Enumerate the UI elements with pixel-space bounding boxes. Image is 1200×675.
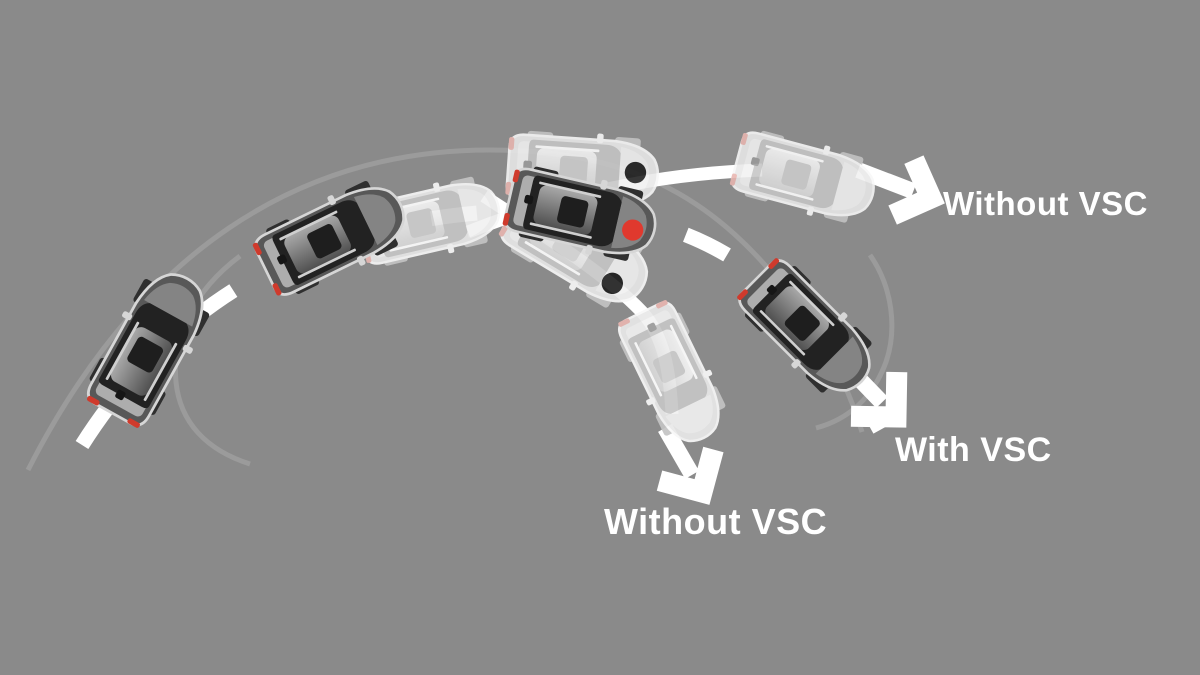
label-without-vsc-top: Without VSC — [943, 185, 1148, 222]
rear-detail — [523, 160, 533, 170]
hood — [353, 194, 396, 246]
mirror — [122, 311, 133, 321]
roof-rail — [279, 210, 338, 241]
mirror — [646, 397, 656, 406]
ghost-car-oversteer-indicator-dot — [601, 272, 623, 295]
taillight — [502, 212, 510, 226]
roof-rail — [297, 248, 356, 279]
taillight — [737, 289, 748, 301]
roof-rail — [765, 145, 824, 163]
taillight — [512, 169, 520, 183]
hood — [815, 336, 863, 384]
mirror — [327, 195, 336, 206]
mirror — [182, 344, 193, 354]
taillight — [272, 283, 282, 296]
rear-detail — [647, 322, 657, 333]
roof-rail — [389, 236, 449, 252]
road-edge-inner-right — [815, 253, 895, 431]
sunroof — [307, 224, 342, 259]
hood — [457, 188, 492, 238]
rear-detail — [524, 194, 534, 205]
label-without-vsc-bottom: Without VSC — [604, 501, 827, 542]
car-skidding-main — [502, 166, 657, 261]
taillight — [252, 242, 262, 256]
mirror — [356, 255, 366, 266]
hood — [831, 161, 866, 211]
mirror — [600, 179, 608, 190]
arrow-without-vsc-bottom-head — [656, 446, 724, 505]
sunroof — [406, 208, 437, 238]
rear-detail — [766, 284, 777, 295]
taillight — [768, 258, 780, 269]
mirror — [823, 145, 831, 155]
sunroof — [781, 159, 812, 190]
cars-layer — [86, 130, 875, 443]
ghost-car-understeer-indicator-dot — [624, 161, 647, 184]
mirror — [569, 280, 578, 291]
roof-rail — [634, 342, 663, 397]
taillight — [508, 137, 515, 150]
taillight — [618, 318, 630, 327]
taillight — [729, 173, 737, 186]
roof-rail — [535, 145, 600, 153]
arrow-with-vsc-head — [850, 371, 908, 428]
mirror — [806, 206, 814, 216]
arrow-without-vsc-top-head — [888, 155, 945, 225]
sunroof — [557, 196, 589, 228]
ghost-car-spun-out — [618, 300, 726, 443]
taillight — [740, 132, 748, 145]
mirror — [585, 244, 593, 255]
mirror — [447, 243, 455, 254]
car-skidding-main-indicator-dot — [622, 219, 644, 241]
mirror — [596, 133, 604, 144]
roof-rail — [759, 310, 806, 356]
car-mid-curve — [252, 180, 405, 296]
mirror — [433, 182, 441, 192]
roof-rail — [105, 321, 140, 380]
roof-rail — [789, 280, 835, 327]
sunroof — [784, 305, 820, 341]
taillight — [656, 300, 668, 309]
sunroof — [653, 350, 686, 383]
mirror — [791, 359, 801, 369]
roof-rail — [539, 181, 602, 199]
car-with-vsc — [737, 258, 872, 393]
taillight — [498, 224, 509, 237]
ghost-car-off-course — [729, 130, 875, 223]
mirror — [702, 369, 713, 378]
rear-detail — [277, 254, 288, 265]
taillight — [127, 418, 140, 428]
hood — [665, 394, 713, 434]
road-edge-inner-left — [173, 254, 251, 467]
roof-rail — [524, 241, 581, 276]
mirror — [838, 312, 848, 322]
roof-rail — [755, 183, 814, 201]
rear-detail — [750, 157, 760, 167]
arrow-without-vsc-bottom — [656, 423, 724, 505]
sunroof — [127, 336, 164, 373]
roof-rail — [529, 222, 592, 239]
car-entering-curve — [86, 273, 210, 428]
roof-rail — [143, 342, 178, 402]
label-with-vsc: With VSC — [895, 431, 1052, 469]
hood — [144, 282, 196, 327]
roof-rail — [669, 324, 698, 380]
taillight — [86, 395, 100, 406]
arrow-without-vsc-bottom-shaft — [658, 423, 700, 479]
rear-detail — [115, 389, 126, 401]
